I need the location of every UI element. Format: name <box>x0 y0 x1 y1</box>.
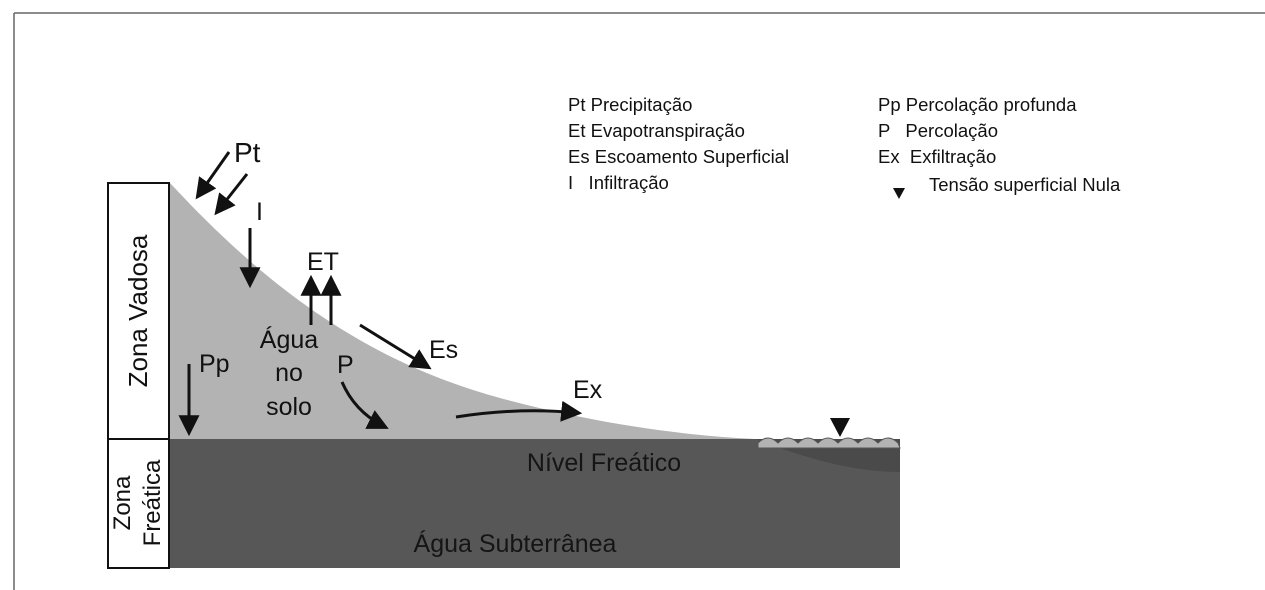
vadose-zone-label: Zona Vadosa <box>123 234 153 387</box>
freatic-zone-box <box>107 438 170 569</box>
precipitation-arrow-1 <box>195 151 231 200</box>
soil-water-label-line2: no <box>275 359 303 387</box>
null-surface-tension-icon <box>830 418 850 437</box>
legend-item-infiltration: I Infiltração <box>568 172 669 193</box>
precipitation-arrow-2 <box>214 173 249 216</box>
exfiltration-arrow <box>455 400 583 422</box>
exfiltration-label: Ex <box>573 376 603 404</box>
soil-water-label-line3: solo <box>266 393 312 421</box>
surface-runoff-label: Es <box>429 336 458 364</box>
infiltration-label: I <box>256 198 263 226</box>
percolation-arrow <box>340 381 389 429</box>
water-surface-waves <box>757 437 901 449</box>
evapotranspiration-label: ET <box>307 248 339 276</box>
soil-wedge <box>170 183 755 439</box>
legend-item-surface-runoff: Es Escoamento Superficial <box>568 146 789 167</box>
percolation-label: P <box>337 351 354 379</box>
deep-percolation-label: Pp <box>199 350 230 378</box>
surface-runoff-arrow <box>359 323 432 370</box>
precipitation-label: Pt <box>234 137 261 168</box>
soil-water-label-line1: Água <box>260 325 318 354</box>
legend-item-exfiltration: Ex Exfiltração <box>878 146 996 167</box>
groundwater-zone <box>170 439 900 568</box>
legend-item-percolation: P Percolação <box>878 120 998 141</box>
water-table-label: Nível Freático <box>527 449 681 477</box>
legend-triangle-icon <box>893 188 905 199</box>
freatic-zone-label-line1: Zona <box>109 475 136 530</box>
legend-item-precipitation: Pt Precipitação <box>568 94 692 115</box>
legend-item-evapotranspiration: Et Evapotranspiração <box>568 120 745 141</box>
freatic-zone-label-line2: Freática <box>139 459 166 546</box>
groundwater-label: Água Subterrânea <box>414 529 617 558</box>
legend-item-deep-percolation: Pp Percolação profunda <box>878 94 1077 115</box>
legend-item-null-surface-tension: Tensão superficial Nula <box>929 174 1121 195</box>
